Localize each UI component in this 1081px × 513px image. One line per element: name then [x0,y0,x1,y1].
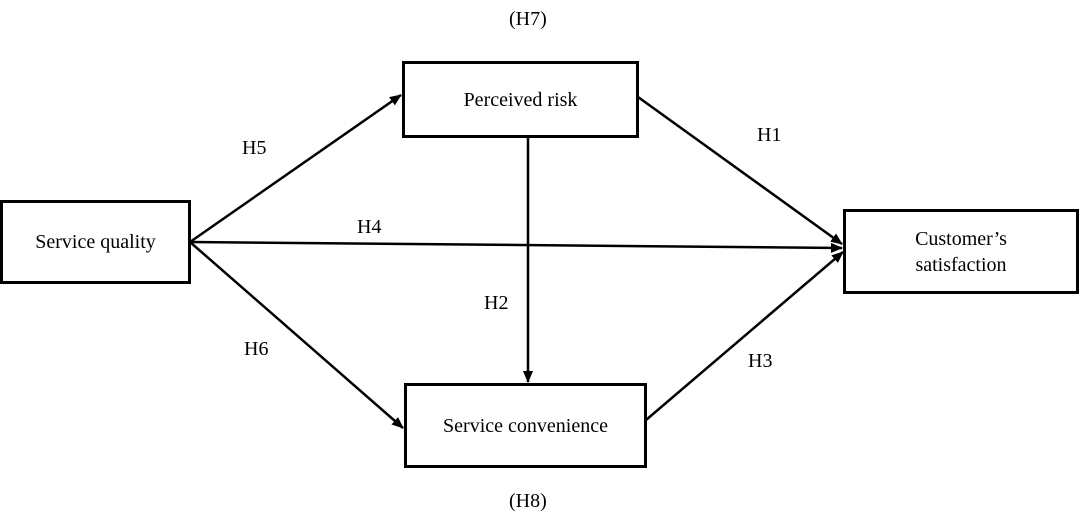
arrow-h1-risk-to-satisfaction [637,95,843,246]
label-h8: (H8) [509,490,547,512]
node-customer-satisfaction: Customer’s satisfaction [843,209,1079,294]
label-h4: H4 [357,216,382,238]
node-service-quality-label: Service quality [35,231,156,253]
node-perceived-risk: Perceived risk [402,61,639,138]
label-h5: H5 [242,137,267,159]
label-h2: H2 [484,292,509,314]
label-h6: H6 [244,338,269,360]
label-h7: (H7) [509,8,547,30]
arrow-h6-quality-to-convenience [189,241,404,429]
node-customer-satisfaction-line2: satisfaction [915,253,1007,276]
arrow-h3-convenience-to-satisfaction [645,251,844,421]
node-service-convenience-label: Service convenience [443,414,608,437]
label-h1: H1 [757,124,782,146]
arrow-h4-quality-to-satisfaction [189,240,843,253]
node-customer-satisfaction-line1: Customer’s [915,227,1007,250]
node-service-convenience: Service convenience [404,383,647,468]
node-perceived-risk-label: Perceived risk [463,88,578,111]
label-h3: H3 [748,350,773,372]
arrow-h5-quality-to-risk [189,93,402,244]
node-service-quality: Service quality [0,200,191,284]
